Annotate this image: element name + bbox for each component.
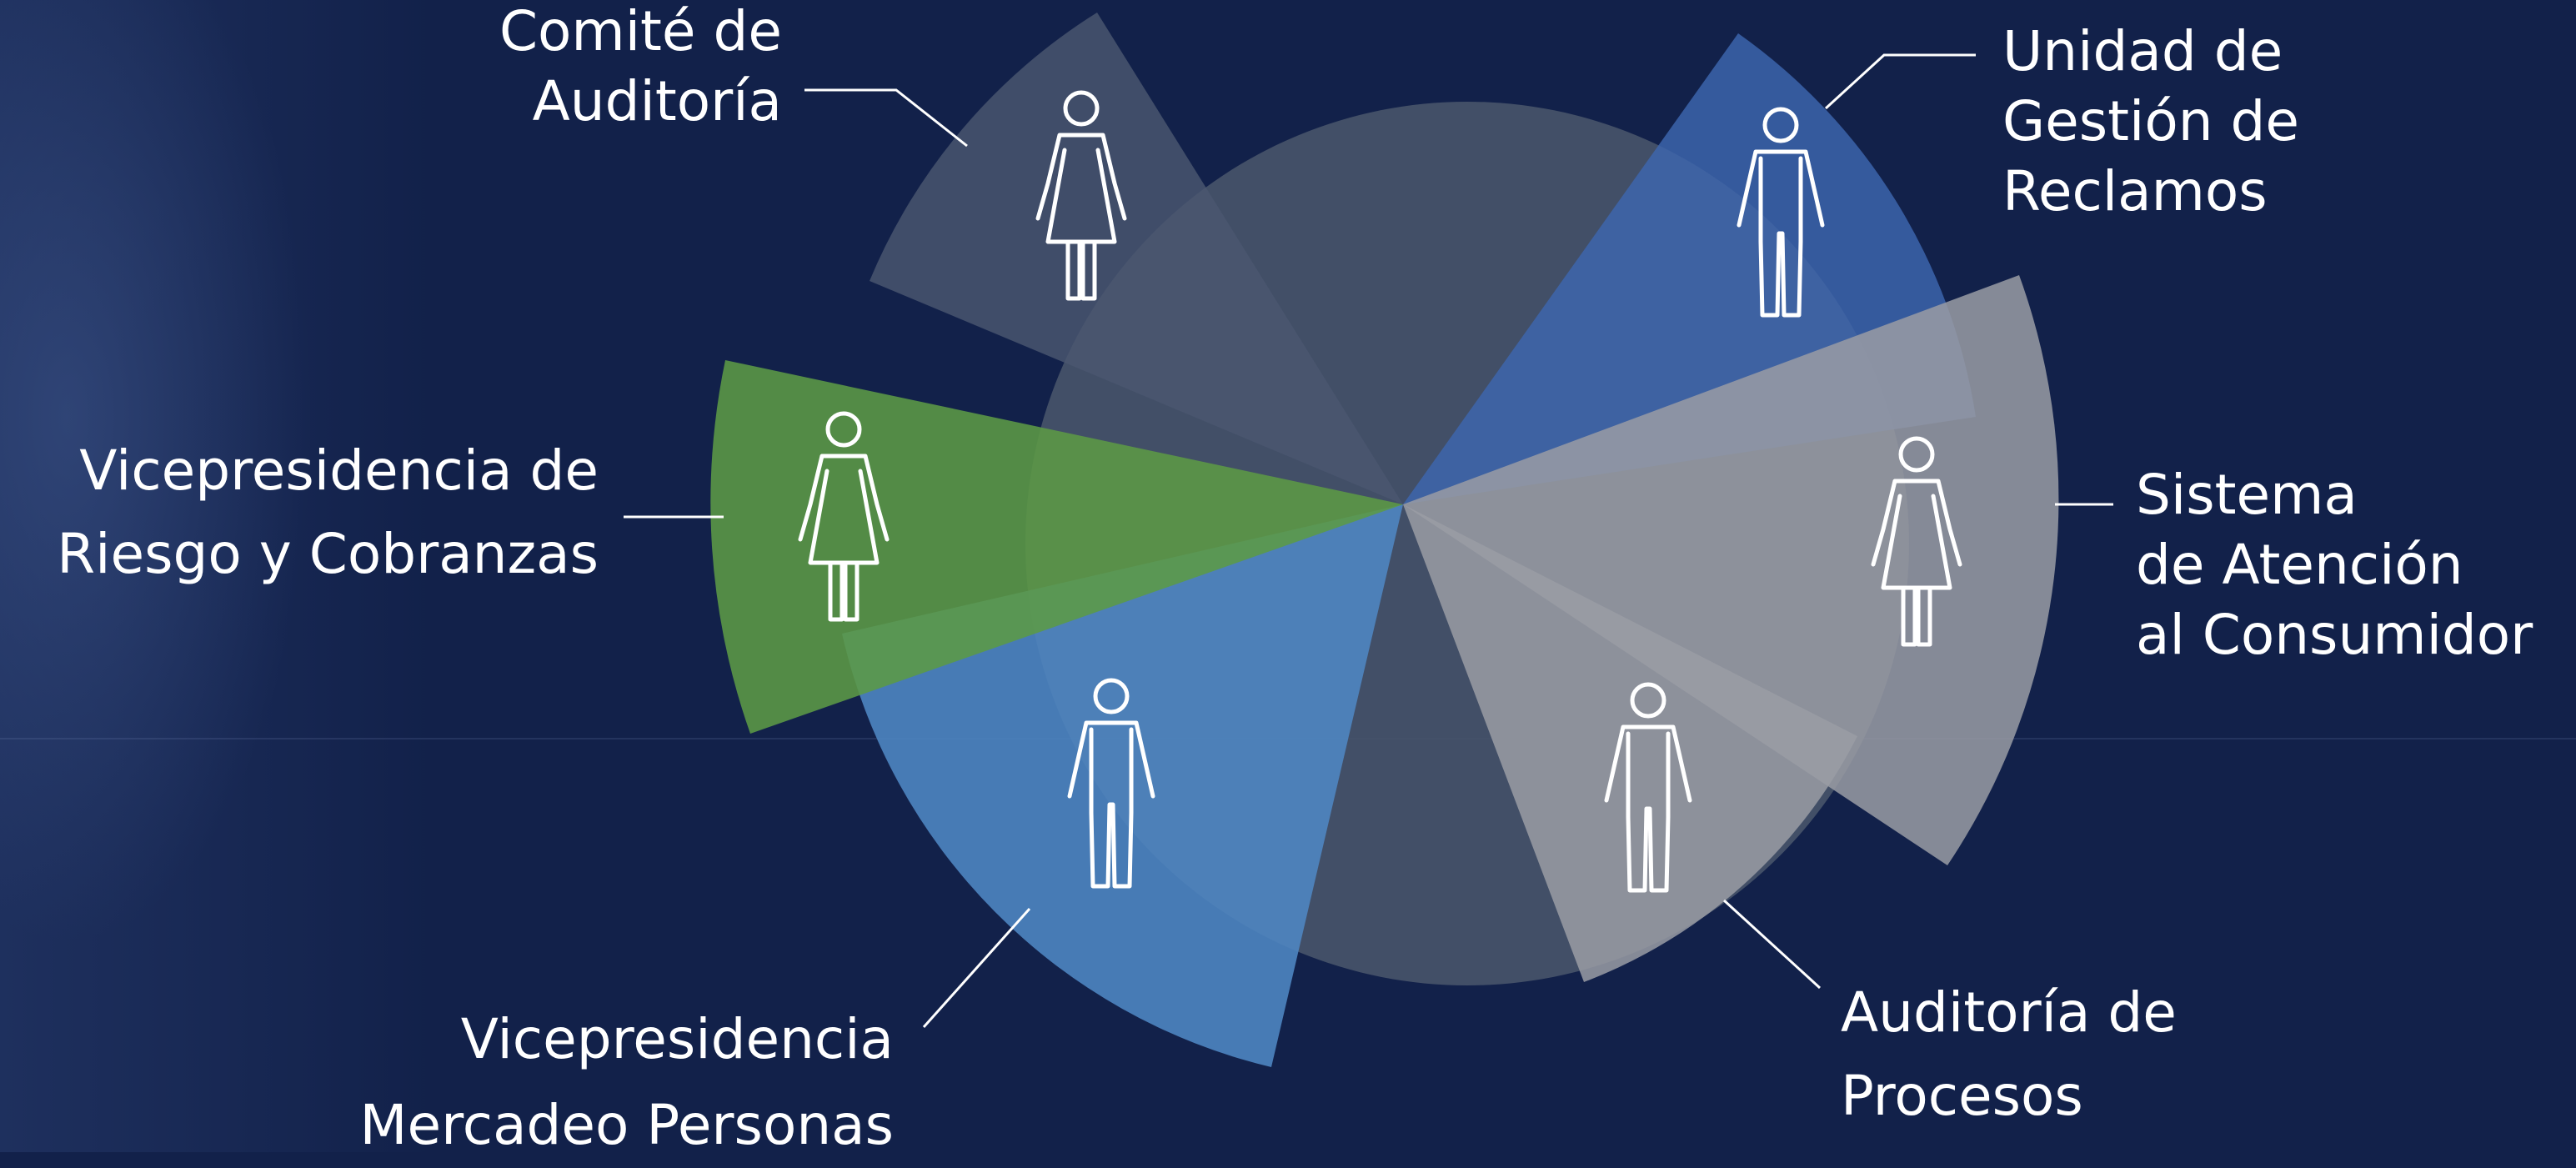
label-line: Comité de <box>499 0 782 63</box>
leader-line-comite-de-auditoria <box>804 88 968 148</box>
leader-line-auditoria-de-procesos <box>1722 899 1822 990</box>
label-line: Vicepresidencia <box>460 1007 894 1071</box>
label-vicepresidencia-riesgo-cobranzas: Vicepresidencia de Riesgo y Cobranzas <box>57 429 599 596</box>
label-unidad-gestion-reclamos: Unidad de Gestión de Reclamos <box>2002 17 2299 227</box>
label-line: Gestión de <box>2002 89 2300 153</box>
label-line: Sistema <box>2136 463 2358 527</box>
label-line: Unidad de <box>2002 19 2283 83</box>
label-line: Vicepresidencia de <box>79 439 599 503</box>
label-comite-de-auditoria: Comité de Auditoría <box>499 0 782 137</box>
label-auditoria-de-procesos: Auditoría de Procesos <box>1841 971 2177 1138</box>
leader-line-unidad-gestion-reclamos <box>1824 53 1976 110</box>
label-line: Mercadeo Personas <box>359 1093 894 1157</box>
label-vicepresidencia-mercadeo-personas: Vicepresidencia Mercadeo Personas <box>360 996 894 1168</box>
label-sistema-atencion-consumidor: Sistema de Atención al Consumidor <box>2136 460 2533 670</box>
sector-vicepresidencia-riesgo-cobranzas <box>710 360 1403 734</box>
label-line: al Consumidor <box>2136 603 2533 667</box>
leader-line-vicepresidencia-mercadeo-personas <box>922 908 1031 1028</box>
label-line: Auditoría de <box>1841 980 2177 1045</box>
sector-comite-de-auditoria <box>870 13 1403 504</box>
label-line: Riesgo y Cobranzas <box>57 522 599 586</box>
label-line: Reclamos <box>2002 159 2268 223</box>
label-line: de Atención <box>2136 533 2463 597</box>
label-line: Procesos <box>1841 1064 2083 1128</box>
sector-sistema-atencion-consumidor <box>1403 275 2059 865</box>
label-line: Auditoría <box>532 69 782 133</box>
